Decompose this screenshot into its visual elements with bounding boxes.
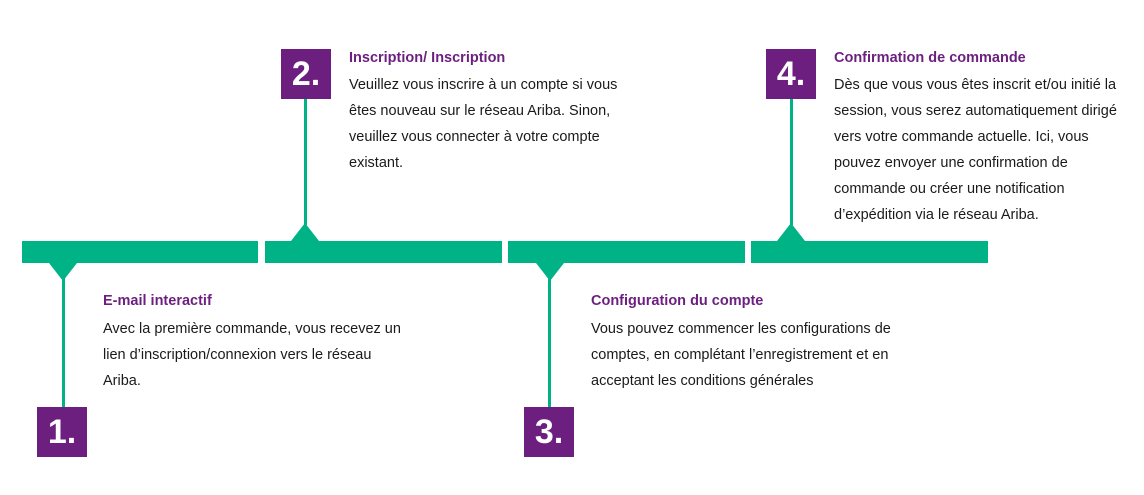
timeline-segment-3 [508,241,745,263]
timeline-segment-2 [265,241,502,263]
step-3-title: Configuration du compte [591,293,764,309]
step-1-connector [62,270,65,408]
step-2-pointer [291,223,319,241]
step-3-description: Vous pouvez commencer les configurations… [591,321,891,389]
step-4-title: Confirmation de commande [834,50,1026,66]
step-4-pointer [777,223,805,241]
step-1-description: Avec la première commande, vous recevez … [103,321,401,389]
step-4-number-badge: 4. [766,49,816,99]
step-4-connector [790,99,793,225]
step-3-connector [548,270,551,408]
timeline-segment-4 [751,241,988,263]
timeline-segment-1 [22,241,258,263]
step-4-description: Dès que vous vous êtes inscrit et/ou ini… [834,77,1117,223]
step-2-title: Inscription/ Inscription [349,50,506,66]
step-2-connector [304,99,307,225]
step-3-number-badge: 3. [524,407,574,457]
step-1-title: E-mail interactif [103,293,212,309]
step-1-number-badge: 1. [37,407,87,457]
step-2-description: Veuillez vous inscrire à un compte si vo… [349,77,618,171]
step-2-number-badge: 2. [281,49,331,99]
